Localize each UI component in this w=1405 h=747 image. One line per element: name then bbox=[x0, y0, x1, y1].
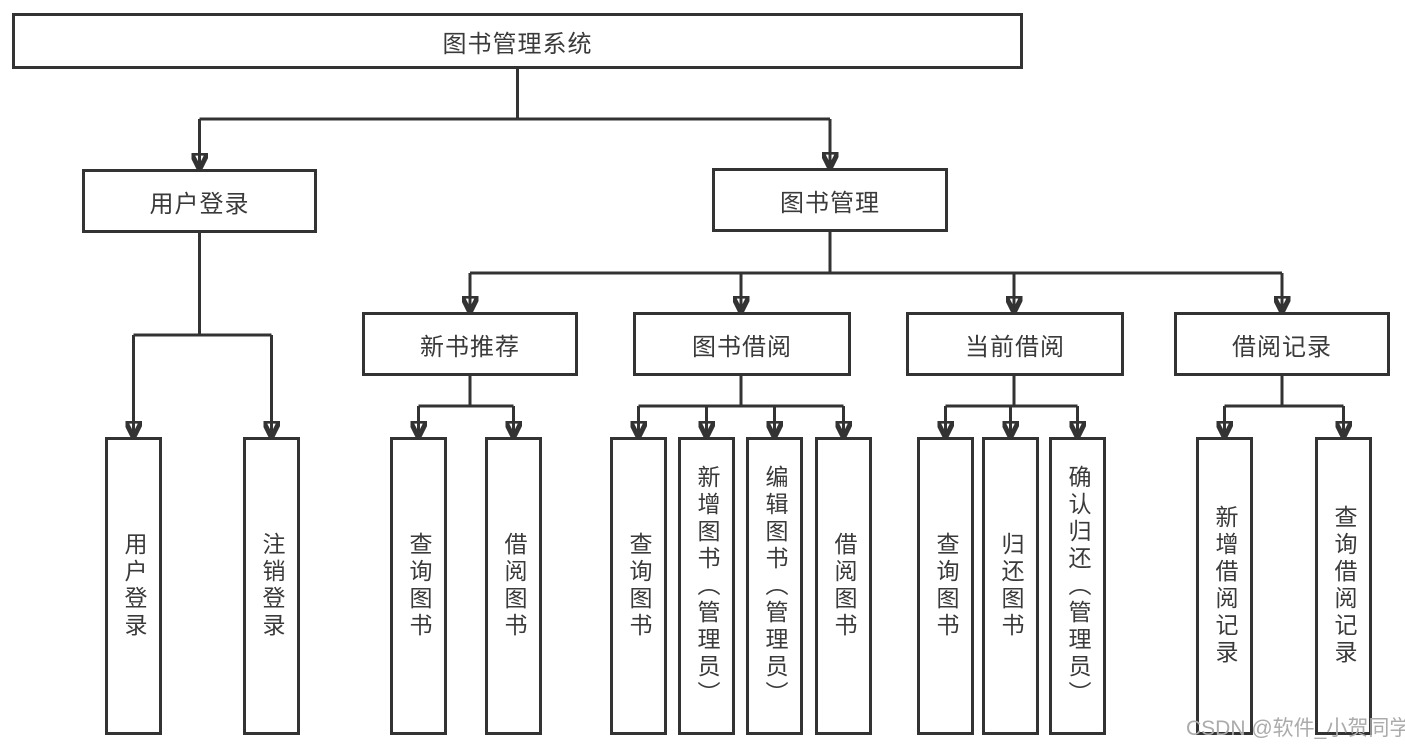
node-new-book-recommendation: 新书推荐 bbox=[362, 312, 578, 376]
leaf-return-books: 归还图书 bbox=[982, 437, 1039, 735]
leaf-query-borrow-record: 查询借阅记录 bbox=[1315, 437, 1372, 735]
leaf-label: 查询借阅记录 bbox=[1331, 505, 1357, 667]
node-book-management: 图书管理 bbox=[712, 168, 948, 232]
connector-current-spine bbox=[945, 376, 1078, 408]
leaf-query-books-recommend: 查询图书 bbox=[390, 437, 447, 735]
node-borrowing-records: 借阅记录 bbox=[1174, 312, 1390, 376]
leaf-label: 查询图书 bbox=[406, 532, 432, 640]
leaf-borrow-books: 借阅图书 bbox=[815, 437, 872, 735]
leaf-label: 查询图书 bbox=[626, 532, 652, 640]
connector-login-spine bbox=[133, 233, 272, 337]
connector-record-spine bbox=[1224, 376, 1344, 408]
node-user-login: 用户登录 bbox=[82, 169, 317, 233]
leaf-confirm-return-admin: 确认归还（管理员） bbox=[1049, 437, 1106, 735]
leaf-label: 注销登录 bbox=[259, 532, 285, 640]
leaf-borrow-books-recommend: 借阅图书 bbox=[485, 437, 542, 735]
leaf-label: 归还图书 bbox=[998, 532, 1024, 640]
node-book-borrowing: 图书借阅 bbox=[633, 312, 851, 376]
leaf-logout: 注销登录 bbox=[243, 437, 300, 735]
leaf-label: 新增借阅记录 bbox=[1212, 505, 1238, 667]
connector-borrow-spine bbox=[638, 376, 844, 408]
leaf-edit-books-admin: 编辑图书（管理员） bbox=[746, 437, 803, 735]
leaf-label: 用户登录 bbox=[121, 532, 147, 640]
leaf-query-books-borrow: 查询图书 bbox=[610, 437, 667, 735]
leaf-label: 查询图书 bbox=[933, 532, 959, 640]
leaf-query-books-current: 查询图书 bbox=[917, 437, 974, 735]
csdn-watermark: CSDN @软件_小贺同学 bbox=[1186, 717, 1405, 740]
leaf-add-books-admin: 新增图书（管理员） bbox=[678, 437, 735, 735]
connector-root-spine bbox=[199, 69, 830, 121]
leaf-label: 新增图书（管理员） bbox=[694, 464, 720, 708]
node-root-library-system: 图书管理系统 bbox=[12, 13, 1023, 69]
leaf-label: 编辑图书（管理员） bbox=[762, 464, 788, 708]
leaf-user-login: 用户登录 bbox=[105, 437, 162, 735]
leaf-label: 借阅图书 bbox=[831, 532, 857, 640]
leaf-label: 借阅图书 bbox=[501, 532, 527, 640]
leaf-label: 确认归还（管理员） bbox=[1065, 464, 1091, 708]
leaf-add-borrow-record: 新增借阅记录 bbox=[1196, 437, 1253, 735]
connector-mgmt-spine bbox=[470, 232, 1282, 275]
node-current-borrowing: 当前借阅 bbox=[906, 312, 1124, 376]
connector-newrec-spine bbox=[418, 376, 514, 408]
